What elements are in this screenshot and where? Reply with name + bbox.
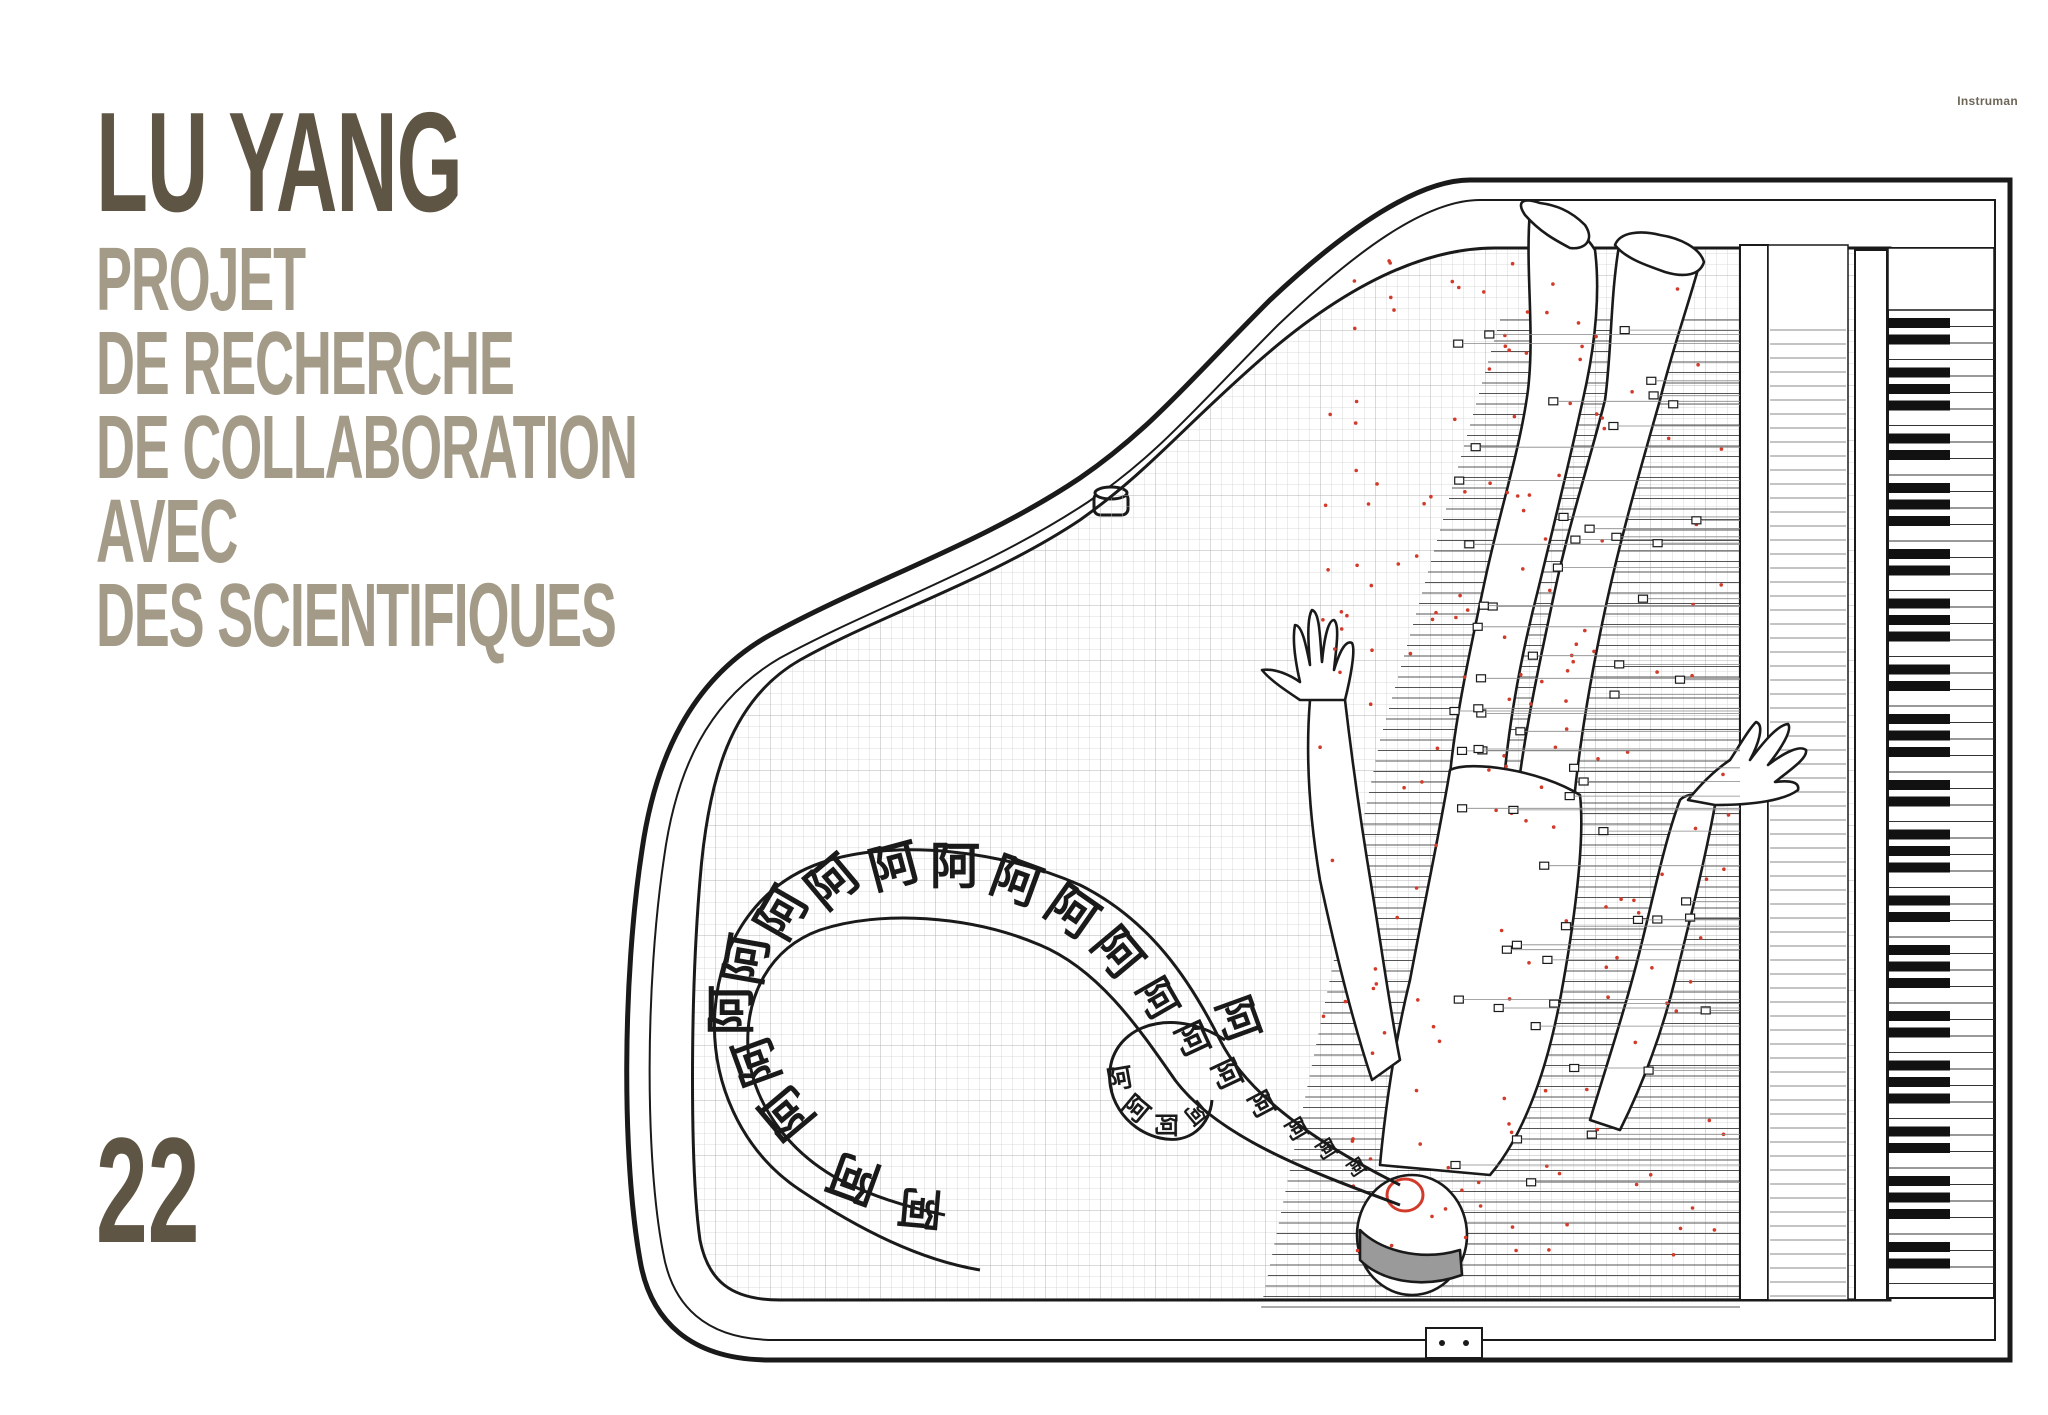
- spiral-glyph: 阿: [930, 838, 980, 896]
- subtitle-line-2: DE RECHERCHE: [96, 314, 515, 414]
- spiral-ribbon: [712, 848, 1401, 1272]
- red-highlight-ring: [1385, 1177, 1425, 1213]
- piano-keyboard: [1887, 247, 1995, 1299]
- piano-inner-rim: [648, 199, 1996, 1341]
- subtitle-line-4: AVEC: [96, 482, 238, 582]
- subtitle-line-1: PROJET: [96, 230, 306, 330]
- subtitle-line-3: DE COLLABORATION: [96, 398, 638, 498]
- artwork-title-label: Instruman: [1957, 94, 2018, 108]
- spiral-glyph: 阿: [896, 1180, 944, 1235]
- spiral-glyph: 阿: [1152, 1113, 1180, 1137]
- spiral-glyph: 阿: [714, 930, 780, 989]
- spiral-glyph: 阿: [703, 985, 761, 1035]
- subtitle-line-5: DES SCIENTIFIQUES: [96, 566, 617, 666]
- artist-name: LU YANG: [96, 83, 463, 242]
- title-block: LU YANG PROJET DE RECHERCHE DE COLLABORA…: [96, 83, 997, 666]
- spiral-glyph: 阿: [1104, 1062, 1135, 1096]
- hinge-icon: [1425, 1327, 1483, 1359]
- page-number: 22: [96, 1106, 200, 1274]
